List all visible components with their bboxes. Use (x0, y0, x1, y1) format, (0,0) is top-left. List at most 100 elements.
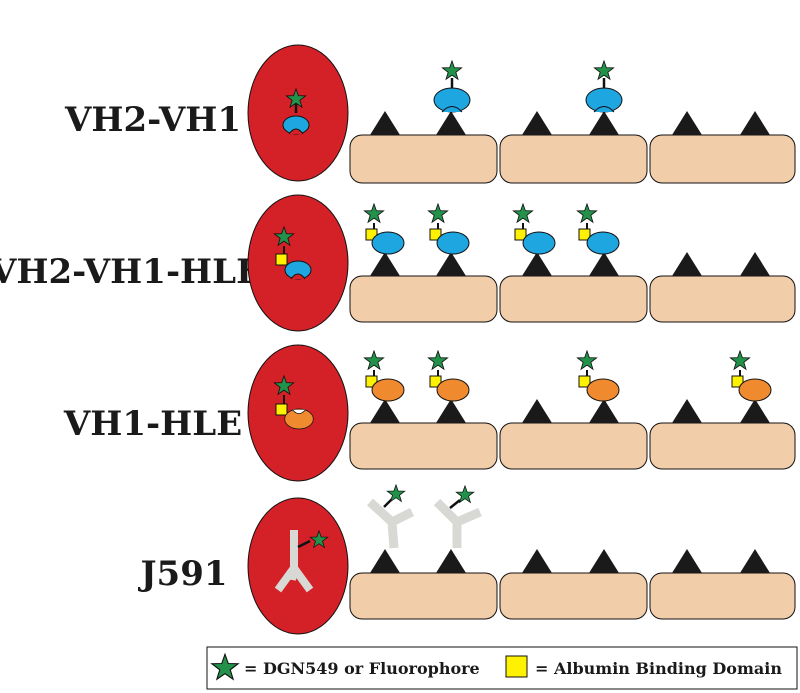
antigen-triangle (522, 399, 552, 423)
tissue-cell (649, 275, 796, 323)
cell-vh1-hle-construct (273, 375, 314, 430)
antigen-triangle (672, 549, 702, 573)
legend-albumin-label: = Albumin Binding Domain (535, 659, 782, 678)
bound-vh2-vh1 (585, 60, 623, 113)
antigen-triangle (522, 252, 552, 276)
antigens (370, 111, 770, 135)
tissue-cell (499, 275, 648, 323)
vh2-vh1-domain (586, 231, 620, 255)
vh2-vh1-domain (522, 231, 556, 255)
antigen-triangle (589, 252, 619, 276)
bound-vh2-vh1-hle (427, 203, 470, 255)
fluorophore-star-icon (363, 203, 385, 223)
albumin-binding-domain (429, 375, 442, 388)
legend-fluorophore-label: = DGN549 or Fluorophore (244, 659, 480, 678)
legend-box (206, 646, 798, 690)
tissue-cell (499, 134, 648, 184)
row-label-vh1-hle: VH1-HLE (63, 404, 242, 444)
antigen-triangle (370, 111, 400, 135)
row-label-vh2-vh1: VH2-VH1 (64, 100, 241, 140)
antigens (370, 399, 770, 423)
albumin-binding-domain (429, 228, 442, 241)
unbound-j591-antibody (433, 485, 482, 548)
bound-vh1-hle (729, 350, 772, 402)
albumin-binding-domain (578, 228, 591, 241)
antigen-triangle (370, 399, 400, 423)
vh1-domain (738, 378, 772, 402)
antigen-triangle (672, 111, 702, 135)
row-vh1-hle: VH1-HLE (63, 344, 796, 482)
albumin-square-icon (505, 655, 528, 678)
antigen-triangle (740, 111, 770, 135)
unbound-j591-antibody (366, 484, 415, 549)
antigen-triangle (436, 111, 466, 135)
antigens (370, 252, 770, 276)
fluorophore-star-icon (427, 350, 449, 370)
albumin-binding-domain (275, 403, 288, 416)
row-vh2-vh1-hle: VH2-VH1-HLE (0, 194, 796, 332)
legend: = DGN549 or Fluorophore = Albumin Bindin… (206, 646, 798, 690)
antigen-triangle (370, 549, 400, 573)
red-blood-cell (247, 44, 349, 182)
antigen-triangle (589, 549, 619, 573)
antigen-triangle (740, 399, 770, 423)
antigen-triangle (740, 252, 770, 276)
tissue (349, 134, 796, 184)
antibody-y-icon (274, 530, 314, 593)
albumin-binding-domain (731, 375, 744, 388)
bound-vh2-vh1-hle (363, 203, 405, 255)
tissue-cell (349, 134, 498, 184)
tissue (349, 572, 796, 620)
vh1-domain (436, 378, 470, 402)
bound-vh2-vh1-hle (512, 203, 556, 255)
albumin-binding-domain (275, 253, 288, 266)
fluorophore-star-icon (441, 60, 463, 80)
tissue (349, 422, 796, 470)
albumin-binding-domain (514, 228, 527, 241)
fluorophore-star-icon (512, 203, 534, 223)
fluorophore-star-icon (576, 203, 598, 223)
row-j591: J591 (137, 484, 796, 635)
vh1-domain (371, 378, 405, 402)
antibody-y-icon (366, 498, 415, 549)
row-vh2-vh1: VH2-VH1 (64, 44, 796, 184)
antigen-triangle (672, 399, 702, 423)
fluorophore-star-icon (729, 350, 751, 370)
antigen-triangle (589, 399, 619, 423)
bound-vh2-vh1-hle (576, 203, 620, 255)
vh2-vh1-domain (371, 231, 405, 255)
tissue-cell (499, 422, 648, 470)
fluorophore-star-icon (576, 350, 598, 370)
antigen-triangle (589, 111, 619, 135)
antibody-y-icon (433, 498, 482, 548)
fluorophore-star-icon (363, 350, 385, 370)
tissue-cell (499, 572, 648, 620)
fluorophore-star-icon (427, 203, 449, 223)
antigen-triangle (436, 549, 466, 573)
bound-vh1-hle (427, 350, 470, 402)
fluorophore-star-icon (593, 60, 615, 80)
tissue-cell (349, 422, 498, 470)
antigen-triangle (522, 111, 552, 135)
antigen-triangle (436, 252, 466, 276)
tissue (349, 275, 796, 323)
antigen-triangle (672, 252, 702, 276)
antigen-triangle (522, 549, 552, 573)
tissue-cell (649, 134, 796, 184)
antigen-triangle (370, 252, 400, 276)
row-label-j591: J591 (137, 554, 227, 594)
tissue-cell (349, 572, 498, 620)
row-label-vh2-vh1-hle: VH2-VH1-HLE (0, 252, 262, 292)
antigen-triangle (436, 399, 466, 423)
cell-vh2-vh1-hle-construct (273, 226, 312, 280)
tissue-cell (349, 275, 498, 323)
bound-vh2-vh1 (433, 60, 471, 113)
tissue-cell (649, 422, 796, 470)
tissue-cell (649, 572, 796, 620)
vh1-domain (586, 378, 620, 402)
bound-vh1-hle (576, 350, 620, 402)
fluorophore-star-icon (386, 484, 406, 502)
vh2-vh1-domain (436, 231, 470, 255)
albumin-binding-domain (578, 375, 591, 388)
antigen-triangle (740, 549, 770, 573)
